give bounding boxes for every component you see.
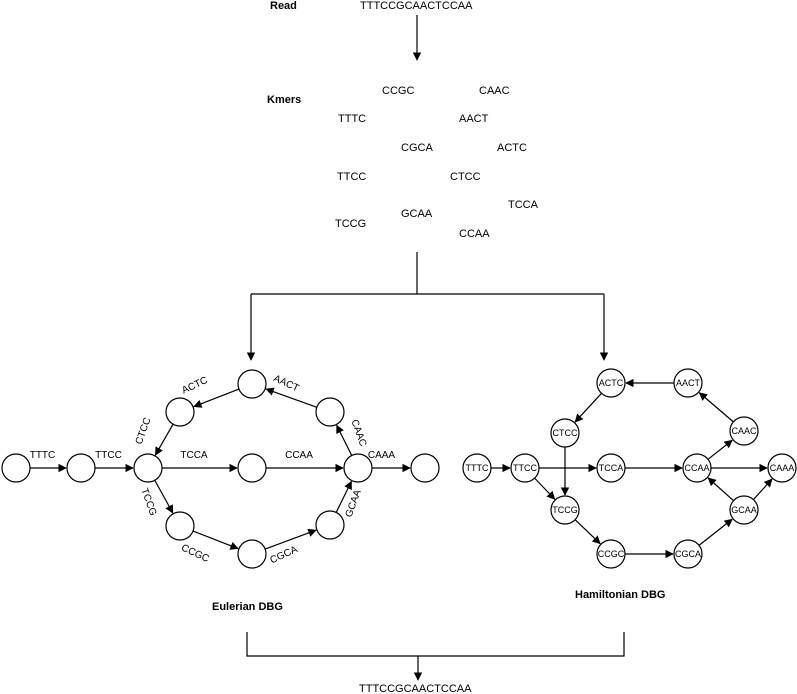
eulerian-node [237,453,267,483]
eulerian-edge [336,424,353,456]
hamiltonian-node-label: ACTC [599,378,624,388]
eulerian-edge [154,479,174,514]
read-sequence: TTTCCGCAACTCCAA [360,0,473,12]
eulerian-node [410,453,440,483]
merge-bracket [246,632,625,657]
eulerian-edge-label: GCAA [344,488,364,519]
eulerian-node [133,453,163,483]
eulerian-edge-label: CGCA [269,544,300,566]
hamiltonian-node-label: TTTC [466,463,489,473]
kmer-cgca: CGCA [401,142,433,154]
eulerian-node [165,397,195,427]
hamiltonian-node-actc [596,368,626,398]
hamiltonian-node-label: CCAA [684,463,709,473]
eulerian-node [343,453,373,483]
read-label: Read [270,0,297,12]
hamiltonian-edge [698,392,734,423]
hamiltonian-node-tcca [596,453,626,483]
hamiltonian-node-caac [729,416,759,446]
kmer-gcaa: GCAA [401,208,433,220]
hamiltonian-node-gcaa [729,495,759,525]
hamiltonian-node-label: CAAA [770,463,795,473]
hamiltonian-node-label: TTCC [513,463,537,473]
eulerian-edge-label: TTTC [30,450,56,461]
kmer-tccg: TCCG [335,218,366,230]
hamiltonian-node-ctcc [550,418,580,448]
kmer-ttcc: TTCC [337,171,366,183]
kmer-aact: AACT [459,113,489,125]
eulerian-edge [335,480,352,513]
hamiltonian-node-label: CTCC [553,428,578,438]
hamiltonian-edge [574,392,602,423]
eulerian-edge-label: CCAA [285,450,313,461]
hamiltonian-edge [707,439,733,460]
hamiltonian-edge [698,518,733,546]
eulerian-edge [264,528,317,550]
hamiltonian-node-caaa [767,453,797,483]
kmer-tcca: TCCA [508,199,539,211]
hamiltonian-node-cgca [673,539,703,569]
hamiltonian-graph: TTTC TTCC TCCA CCAA CAAA CTCC ACTC AACT CAAC TCCG… [462,368,797,569]
kmer-ccaa: CCAA [459,228,490,240]
eulerian-node [237,369,267,399]
hamiltonian-edge [752,478,773,501]
result-sequence: TTTCCGCAACTCCAA [359,683,472,694]
eulerian-node [315,510,345,540]
hamiltonian-edge [534,477,556,500]
eulerian-node [165,511,195,541]
hamiltonian-node-ccaa [682,453,712,483]
eulerian-edge-label: CAAA [368,450,396,461]
eulerian-graph: TTTC TTCC TCCA CCAA CAAA TCCG CCGC CGCA GCAA CAAC… [1,369,440,569]
hamiltonian-node-tccg [550,495,580,525]
kmer-ctcc: CTCC [450,171,481,183]
eulerian-edge [154,423,174,456]
hamiltonian-node-aact [673,368,703,398]
hamiltonian-node-label: CAAC [731,426,757,436]
kmer-ccgc: CCGC [382,85,414,97]
eulerian-edge-label: AACT [272,373,301,394]
eulerian-node [237,539,267,569]
eulerian-edge-label: CCGC [179,543,210,565]
hamiltonian-node-ttcc [510,453,540,483]
eulerian-edge-label: TCCG [138,487,158,518]
hamiltonian-node-label: CGCA [675,549,701,559]
eulerian-edge [193,388,240,408]
eulerian-edge [192,530,239,550]
eulerian-edge-label: TTCC [95,450,122,461]
hamiltonian-node-label: TCCA [599,463,624,473]
eulerian-edge [265,387,318,408]
eulerian-edge-label: CAAC [348,418,368,448]
hamiltonian-node-tttc [462,453,492,483]
eulerian-edge-label: TCCA [180,450,208,461]
eulerian-title: Eulerian DBG [212,601,283,613]
kmer-caac: CAAC [479,85,510,97]
hamiltonian-node-ccgc [596,539,626,569]
hamiltonian-node-label: AACT [676,378,701,388]
eulerian-edge-label: ACTC [180,375,209,396]
eulerian-node [66,453,96,483]
kmer-tttc: TTTC [338,113,366,125]
eulerian-edge-label: CTCC [134,416,154,446]
eulerian-node [315,397,345,427]
kmer-actc: ACTC [497,142,527,154]
hamiltonian-node-label: GCAA [731,505,757,515]
eulerian-node [1,453,31,483]
kmers-label: Kmers [267,94,301,106]
hamiltonian-title: Hamiltonian DBG [575,589,665,601]
hamiltonian-edge [707,477,734,502]
hamiltonian-node-label: TCCG [552,505,578,515]
hamiltonian-edge [574,519,601,545]
hamiltonian-node-label: CCGC [598,549,625,559]
